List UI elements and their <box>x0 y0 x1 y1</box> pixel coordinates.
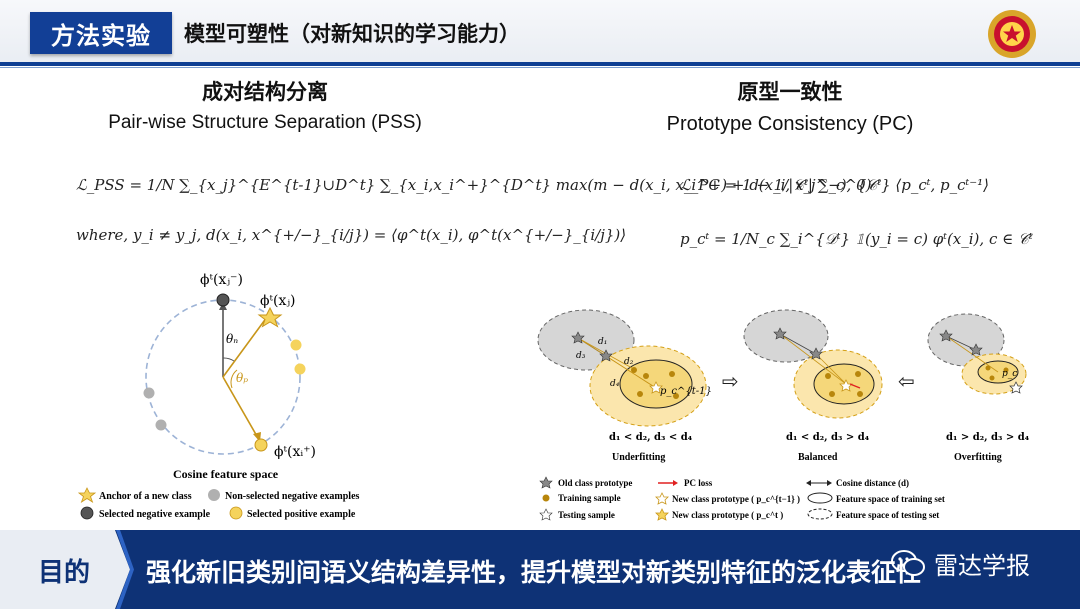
header-divider <box>0 62 1080 66</box>
arrow-left-icon: ⇦ <box>898 369 915 393</box>
footer-tag: 目的 <box>37 557 90 588</box>
pc-title-en: Prototype Consistency (PC) <box>666 113 914 135</box>
svg-text:Feature space of testing set: Feature space of testing set <box>836 510 939 520</box>
label-anchor: ϕᵗ(xⱼ) <box>260 293 296 309</box>
diagram-caption: Cosine feature space <box>173 467 279 481</box>
pss-formula: ℒ_PSS = 1/N ∑_{x_j}^{E^{t-1}∪D^t} ∑_{x_i… <box>76 176 872 194</box>
pss-title-en: Pair-wise Structure Separation (PSS) <box>108 112 422 133</box>
non-selected-negative-point <box>155 419 167 431</box>
anchor-vector <box>222 316 268 378</box>
svg-text:Cosine distance (d): Cosine distance (d) <box>836 478 909 488</box>
selected-positive-point <box>254 438 268 452</box>
page-title: 模型可塑性（对新知识的学习能力） <box>184 22 520 46</box>
svg-text:p_c: p_c <box>1002 369 1017 379</box>
anchor-point <box>257 306 283 328</box>
watermark-text: 雷达学报 <box>934 552 1030 580</box>
pos-vector <box>222 376 259 439</box>
pc-diagram: d₁ d₃ d₂ d₄ p_c^{t-1} d₁ < d₂, d₃ < d₄ U… <box>537 309 1030 463</box>
selected-negative-point <box>216 293 230 307</box>
label-overfitting: Overfitting <box>954 452 1002 463</box>
svg-text:p_c^{t-1}: p_c^{t-1} <box>660 386 712 397</box>
label-neg: ϕᵗ(xⱼ⁻) <box>200 272 243 288</box>
pc-formula-2: p_cᵗ = 1/N_c ∑_i^{𝒟ᵗ} 𝟙(y_i = c) φᵗ(x_i)… <box>680 230 1033 248</box>
cond-balanced: d₁ < d₂, d₃ > d₄ <box>786 432 870 443</box>
non-selected-negative-point <box>143 387 155 399</box>
emblem-logo <box>988 10 1036 58</box>
footer-purpose-text: 强化新旧类别间语义结构差异性，提升模型对新类别特征的泛化表征性 <box>146 558 922 587</box>
svg-text:Old class prototype: Old class prototype <box>558 478 632 488</box>
svg-text:d₁: d₁ <box>598 337 607 347</box>
header-divider-thin <box>0 67 1080 68</box>
cond-overfitting: d₁ > d₂, d₃ > d₄ <box>946 432 1030 443</box>
panel-balanced: d₁ < d₂, d₃ > d₄ Balanced <box>743 309 883 463</box>
label-theta-n: θₙ <box>226 332 238 346</box>
pc-title-cn: 原型一致性 <box>737 80 843 104</box>
svg-text:New class prototype ( p_c^{t−1: New class prototype ( p_c^{t−1} ) <box>672 494 800 504</box>
svg-text:Training sample: Training sample <box>558 493 621 503</box>
section-tag: 方法实验 <box>30 12 172 54</box>
footer-tag-bg <box>0 530 130 609</box>
pc-legend: Old class prototype Training sample Test… <box>539 476 945 521</box>
panel-overfitting: p_c d₁ > d₂, d₃ > d₄ Overfitting <box>927 313 1030 463</box>
svg-text:PC loss: PC loss <box>684 478 713 488</box>
pc-formula-1: ℒ_PC = 1 − 1/|𝒞ᵗ| ∑_c^{𝒞ᵗ} ⟨p_cᵗ, p_cᵗ⁻¹… <box>680 176 989 194</box>
positive-point <box>290 339 302 351</box>
svg-text:New class prototype ( p_c^t ): New class prototype ( p_c^t ) <box>672 510 783 520</box>
panel-underfitting: d₁ d₃ d₂ d₄ p_c^{t-1} d₁ < d₂, d₃ < d₄ U… <box>537 309 712 463</box>
positive-point <box>294 363 306 375</box>
svg-text:d₃: d₃ <box>576 351 586 361</box>
arrow-right-icon: ⇨ <box>722 369 739 393</box>
pss-diagram: ϕᵗ(xⱼ⁻) ϕᵗ(xⱼ) ϕᵗ(xᵢ⁺) θₙ θₚ Cosine feat… <box>143 272 316 481</box>
pss-title-cn: 成对结构分离 <box>202 80 328 104</box>
svg-text:Testing sample: Testing sample <box>558 510 615 520</box>
legend-anchor: Anchor of a new class <box>99 491 192 502</box>
legend-selected-pos: Selected positive example <box>247 509 356 520</box>
label-theta-p: θₚ <box>236 371 248 385</box>
label-pos: ϕᵗ(xᵢ⁺) <box>274 444 316 460</box>
label-balanced: Balanced <box>798 452 838 463</box>
svg-text:Feature space of training set: Feature space of training set <box>836 494 945 504</box>
cond-underfitting: d₁ < d₂, d₃ < d₄ <box>609 432 693 443</box>
legend-selected-neg: Selected negative example <box>99 509 211 520</box>
legend-non-selected: Non-selected negative examples <box>225 491 360 502</box>
pss-formula-where: where, y_i ≠ y_j, d(x_i, x^{+/−}_{i/j}) … <box>76 226 627 244</box>
watermark: 雷达学报 <box>890 546 1030 581</box>
label-underfitting: Underfitting <box>612 452 665 463</box>
header-bar <box>0 0 1080 64</box>
svg-text:d₄: d₄ <box>610 379 620 389</box>
svg-text:d₂: d₂ <box>624 357 634 367</box>
pss-legend: Anchor of a new class Non-selected negat… <box>78 487 360 520</box>
wechat-icon <box>891 549 925 576</box>
